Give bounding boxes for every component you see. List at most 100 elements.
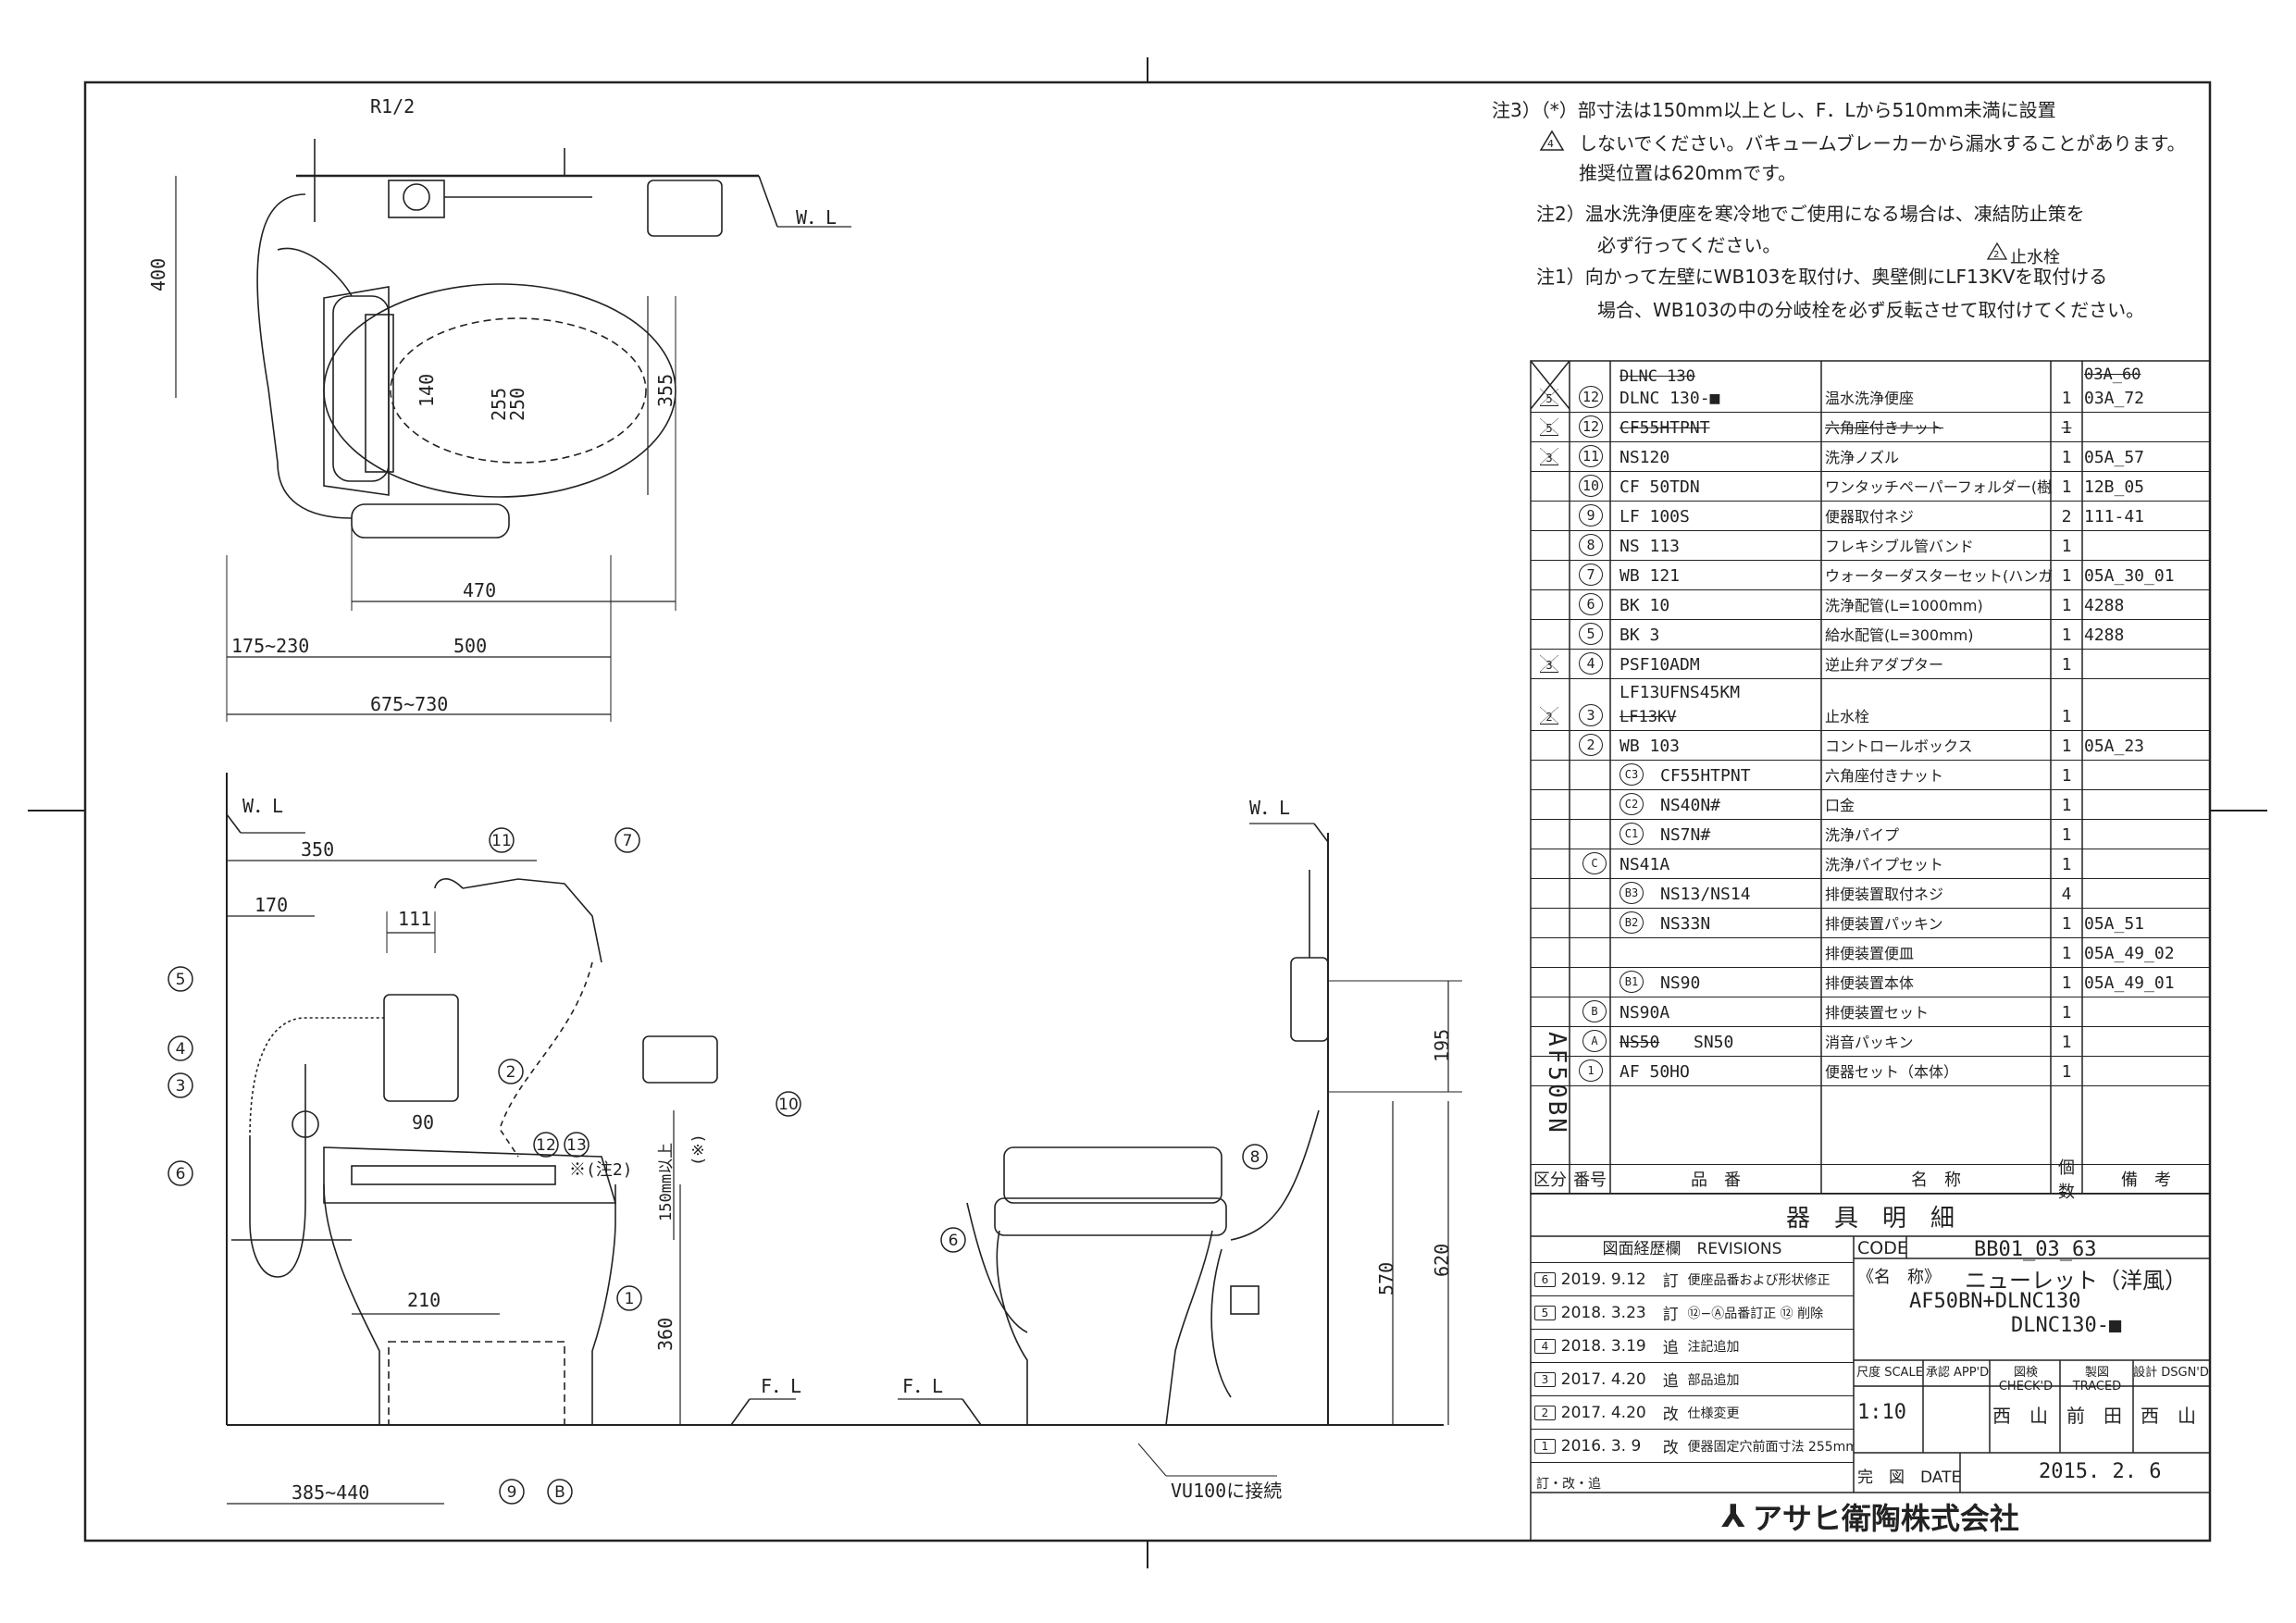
part-number: 5 xyxy=(1579,623,1603,645)
notes-block: 注3）（*）部寸法は150mm以上とし、F．Lから510mm未満に設置 4 しな… xyxy=(1492,99,2186,321)
front-view-labels: W．L F．L 350 170 111 195 90 150mm以上 (※) 6… xyxy=(242,795,1453,1504)
part-number: 12 xyxy=(1579,386,1603,408)
part-remark: 05A_23 xyxy=(2084,737,2145,756)
callout-marker: 13 xyxy=(564,1132,590,1158)
dim-label: 210 xyxy=(407,1289,441,1311)
traced-label: 製図 TRACED xyxy=(2072,1366,2122,1394)
part-name: 洗浄パイプ xyxy=(1825,826,1900,844)
part-code: BK 3 xyxy=(1620,626,1660,645)
table-header-row: 区分 番号 品 番 名 称 個数 備 考 xyxy=(1531,1158,2210,1202)
part-name: ウォーターダスターセット(ハンガー付) xyxy=(1825,567,2053,585)
code-value: BB01_03_63 xyxy=(1974,1238,2097,1261)
part-remark-old: 03A_60 xyxy=(2084,365,2141,384)
part-qty: 1 xyxy=(2061,566,2072,586)
part-qty: 1 xyxy=(2061,448,2072,467)
part-code-old: NS50 xyxy=(1620,1033,1660,1052)
revision-desc: 仕様変更 xyxy=(1687,1406,1740,1421)
part-name: 便器取付ネジ xyxy=(1825,508,1915,526)
svg-text:4: 4 xyxy=(176,1040,186,1059)
part-code: DLNC 130-■ xyxy=(1620,389,1720,408)
traced-name: 前 田 xyxy=(2066,1405,2122,1427)
part-name: 消音パッキン xyxy=(1825,1034,1914,1051)
revision-date: 2019. 9.12 xyxy=(1560,1270,1646,1289)
callout-marker: 5 xyxy=(168,966,193,992)
title-block-grid xyxy=(1530,1193,2211,1542)
part-code: AF 50HO xyxy=(1620,1062,1690,1082)
part-name: ワンタッチペーパーフォルダー(樹脂製) xyxy=(1825,478,2053,496)
part-qty: 1 xyxy=(2061,855,2072,874)
part-number: 12 xyxy=(1579,415,1603,438)
part-number: 8 xyxy=(1579,534,1603,556)
part-qty: 1 xyxy=(2061,477,2072,497)
svg-text:1: 1 xyxy=(625,1290,635,1308)
part-qty: 1 xyxy=(2061,1033,2072,1052)
part-number: 7 xyxy=(1579,564,1603,586)
header-part-no: 品 番 xyxy=(1691,1171,1741,1190)
header-category: 区分 xyxy=(1533,1171,1567,1190)
part-qty: 1 xyxy=(2061,1003,2072,1022)
part-number: B1 xyxy=(1620,971,1644,993)
part-code: LF 100S xyxy=(1620,507,1690,527)
part-name: コントロールボックス xyxy=(1825,737,1973,755)
part-code-old: DLNC 130 xyxy=(1620,367,1695,386)
part-qty: 1 xyxy=(2061,537,2072,556)
wl-label: W．L xyxy=(242,795,283,817)
date-label: 完 図 DATE xyxy=(1857,1468,1962,1487)
model-value: AF50BN+DLNC130 xyxy=(1909,1290,2081,1313)
revision-triangle-icon: 1 xyxy=(1534,1438,1556,1454)
callout-marker: 12 xyxy=(533,1132,559,1158)
part-code: CF55HTPNT xyxy=(1660,766,1751,786)
revision-triangle-icon: 5 xyxy=(1540,389,1558,406)
dim-label: 170 xyxy=(254,894,288,916)
date-value: 2015. 2. 6 xyxy=(2039,1460,2162,1483)
revision-type: 追 xyxy=(1662,1372,1679,1391)
part-remark: 05A_30_01 xyxy=(2084,566,2175,586)
plan-view xyxy=(175,139,851,722)
svg-text:2: 2 xyxy=(1993,250,1999,260)
revision-triangle-icon: 4 xyxy=(1539,130,1565,151)
revision-triangle-icon: 2 xyxy=(1986,242,2008,260)
part-code: NS7N# xyxy=(1660,825,1711,845)
revision-triangle-icon: 3 xyxy=(1540,448,1558,465)
callout-marker: 10 xyxy=(776,1091,801,1117)
revision-desc: 便器固定穴前面寸法 255mm→250mm xyxy=(1687,1439,1854,1455)
part-remark: 05A_49_02 xyxy=(2084,944,2175,963)
callout-marker: 1 xyxy=(616,1285,642,1311)
header-qty: 個数 xyxy=(2058,1158,2075,1202)
revision-type: 改 xyxy=(1662,1406,1679,1424)
part-name: 排便装置セット xyxy=(1825,1004,1930,1022)
model-line: AF50BN+DLNC130 xyxy=(1909,1290,2080,1313)
part-number: 3 xyxy=(1579,704,1603,726)
part-name: 排便装置便皿 xyxy=(1825,945,1915,962)
callout-marker: 8 xyxy=(1242,1144,1268,1170)
dsgn-label: 設計 DSGN'D xyxy=(2133,1366,2209,1380)
part-name: 排便装置本体 xyxy=(1825,974,1915,992)
part-number: C3 xyxy=(1620,763,1644,786)
part-qty: 1 xyxy=(2061,825,2072,845)
revision-date: 2017. 4.20 xyxy=(1560,1369,1646,1389)
callout-marker: 11 xyxy=(489,827,515,853)
dim-label: 570 xyxy=(1375,1262,1397,1295)
dim-label: 150mm以上 xyxy=(657,1143,676,1221)
dim-label: 355 xyxy=(654,374,676,407)
note-line: 注2）温水洗浄便座を寒冷地でご使用になる場合は、凍結防止策を xyxy=(1536,203,2085,225)
model-line-2: DLNC130-■ xyxy=(2011,1314,2122,1337)
dim-label: 620 xyxy=(1431,1244,1453,1277)
part-number: A xyxy=(1582,1030,1607,1052)
dim-label: 350 xyxy=(301,838,334,861)
dim-label: 360 xyxy=(654,1318,676,1351)
part-number: 10 xyxy=(1579,475,1603,497)
revision-triangle-icon: 5 xyxy=(1540,418,1558,436)
revisions-header: 図面経歴欄 REVISIONS xyxy=(1531,1236,1854,1263)
svg-text:5: 5 xyxy=(176,971,186,989)
part-remark: 05A_51 xyxy=(2084,914,2145,934)
side-view-labels: W．L F．L VU100に接続 xyxy=(902,797,1290,1502)
